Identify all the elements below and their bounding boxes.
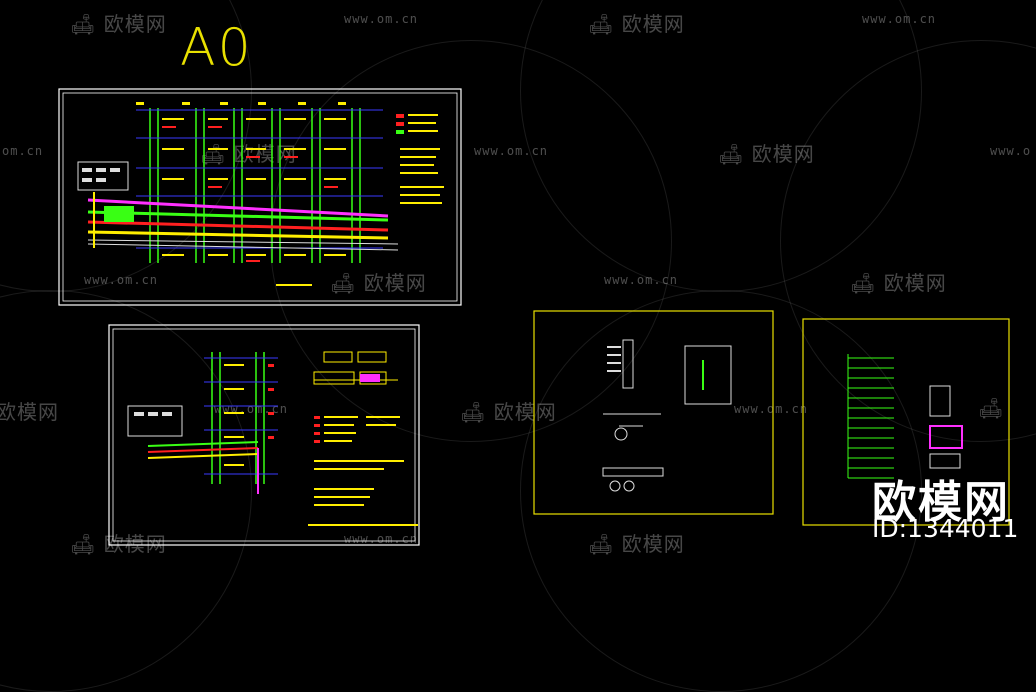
watermark-brand: 🛋 欧模网	[200, 142, 297, 166]
watermark-brand: 欧模网	[0, 400, 59, 424]
watermark-brand: 🛋	[978, 396, 1005, 420]
watermark-url: www.o	[990, 144, 1032, 158]
watermark-brand: 🛋 欧模网	[588, 532, 685, 556]
watermark-brand: 🛋 欧模网	[718, 142, 815, 166]
corner-brand-logo: 欧模网	[872, 477, 1010, 528]
watermark-brand: 🛋 欧模网	[70, 532, 167, 556]
watermark-url: om.cn	[2, 144, 44, 158]
watermark-brand: 🛋 欧模网	[70, 12, 167, 36]
watermark-brand: 🛋 欧模网	[850, 271, 947, 295]
watermark-url: www.om.cn	[604, 273, 679, 287]
cad-sheet-system[interactable]	[802, 318, 1010, 526]
watermark-brand: 🛋 欧模网	[330, 271, 427, 295]
corner-id-text: ID:1344011	[872, 514, 1019, 543]
cad-sheet-main-riser[interactable]	[58, 88, 462, 306]
watermark-url: www.om.cn	[734, 402, 809, 416]
cad-sheet-secondary-riser[interactable]	[108, 324, 420, 546]
watermark-brand: 🛋 欧模网	[588, 12, 685, 36]
watermark-url: www.om.cn	[862, 12, 937, 26]
watermark-url: www.om.cn	[474, 144, 549, 158]
sheet-size-label: A0	[180, 18, 253, 78]
cad-sheet-details[interactable]	[533, 310, 774, 515]
watermark-url: www.om.cn	[84, 273, 159, 287]
watermark-url: www.om.cn	[344, 12, 419, 26]
watermark-url: www.om.cn	[344, 532, 419, 546]
watermark-brand: 🛋 欧模网	[460, 400, 557, 424]
